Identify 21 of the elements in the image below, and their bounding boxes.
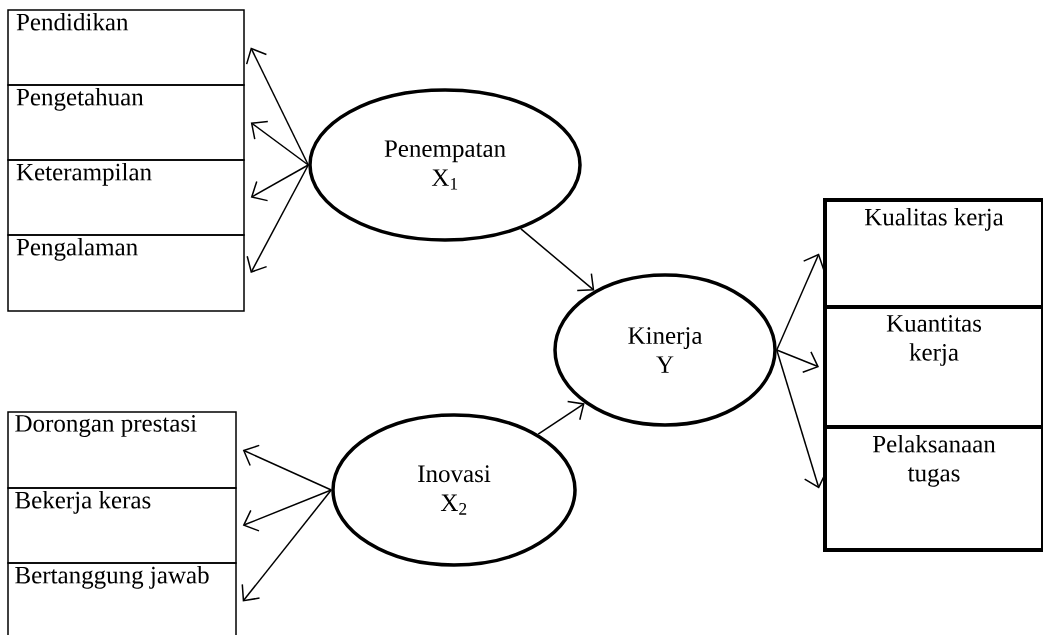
indicator-box: Pengetahuan [7, 84, 245, 161]
arrow [241, 489, 332, 602]
indicator-box: Kuantitas kerja [823, 305, 1043, 429]
indicator-box: Keterampilan [7, 159, 245, 236]
arrow [242, 489, 332, 532]
arrow [245, 47, 309, 166]
arrow [242, 444, 332, 491]
arrow [776, 253, 825, 351]
arrow [250, 120, 309, 166]
indicator-box: Pelaksanaan tugas [823, 425, 1043, 552]
indicator-box: Dorongan prestasi [7, 411, 237, 489]
indicator-box: Kualitas kerja [823, 198, 1043, 309]
indicator-box: Pendidikan [7, 9, 245, 86]
arrow [776, 349, 819, 374]
arrow [520, 228, 595, 292]
arrow [250, 164, 309, 202]
arrow [246, 164, 309, 273]
indicator-box: Bekerja keras [7, 487, 237, 564]
indicator-box: Bertanggung jawab [7, 562, 237, 635]
indicator-box: Pengalaman [7, 234, 245, 312]
arrow [537, 400, 585, 435]
